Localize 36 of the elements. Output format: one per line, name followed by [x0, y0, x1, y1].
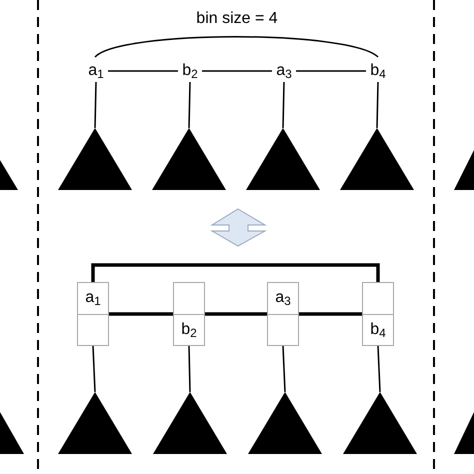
- connector-line: [108, 70, 178, 72]
- connector-line: [377, 346, 381, 392]
- triangle-shape: [340, 128, 414, 190]
- connector-line: [296, 70, 366, 72]
- triangle-shape: [248, 392, 322, 454]
- node-label: a$_{3}$: [274, 288, 292, 308]
- connector-line: [92, 346, 96, 392]
- connector-line: [91, 263, 380, 282]
- connector-line: [188, 82, 191, 128]
- connector-line: [299, 312, 362, 316]
- split-box: [173, 282, 205, 346]
- connector-line: [188, 346, 191, 392]
- split-box: [362, 282, 394, 346]
- connector-line: [376, 82, 379, 128]
- node-label: a$_{1}$: [84, 60, 108, 82]
- connector-line: [94, 82, 97, 128]
- triangle-shape: [58, 128, 132, 190]
- node-label: b$_{4}$: [369, 320, 387, 340]
- connector-line: [282, 82, 285, 128]
- node-label: b$_{2}$: [178, 60, 202, 82]
- connector-line: [282, 346, 286, 392]
- node-label: a$_{3}$: [272, 60, 296, 82]
- node-label: b$_{4}$: [366, 60, 390, 82]
- connector-line: [202, 70, 272, 72]
- triangle-shape: [153, 392, 227, 454]
- triangle-shape: [246, 128, 320, 190]
- connector-line: [205, 312, 267, 316]
- triangle-shape: [152, 128, 226, 190]
- triangle-shape: [58, 392, 132, 454]
- split-box: [77, 282, 109, 346]
- split-box: [267, 282, 299, 346]
- node-label: b$_{2}$: [180, 320, 198, 340]
- bracket-label: bin size = 4: [195, 9, 279, 29]
- connector-line: [109, 312, 173, 316]
- triangle-shape: [343, 392, 417, 454]
- node-label: a$_{1}$: [84, 288, 102, 308]
